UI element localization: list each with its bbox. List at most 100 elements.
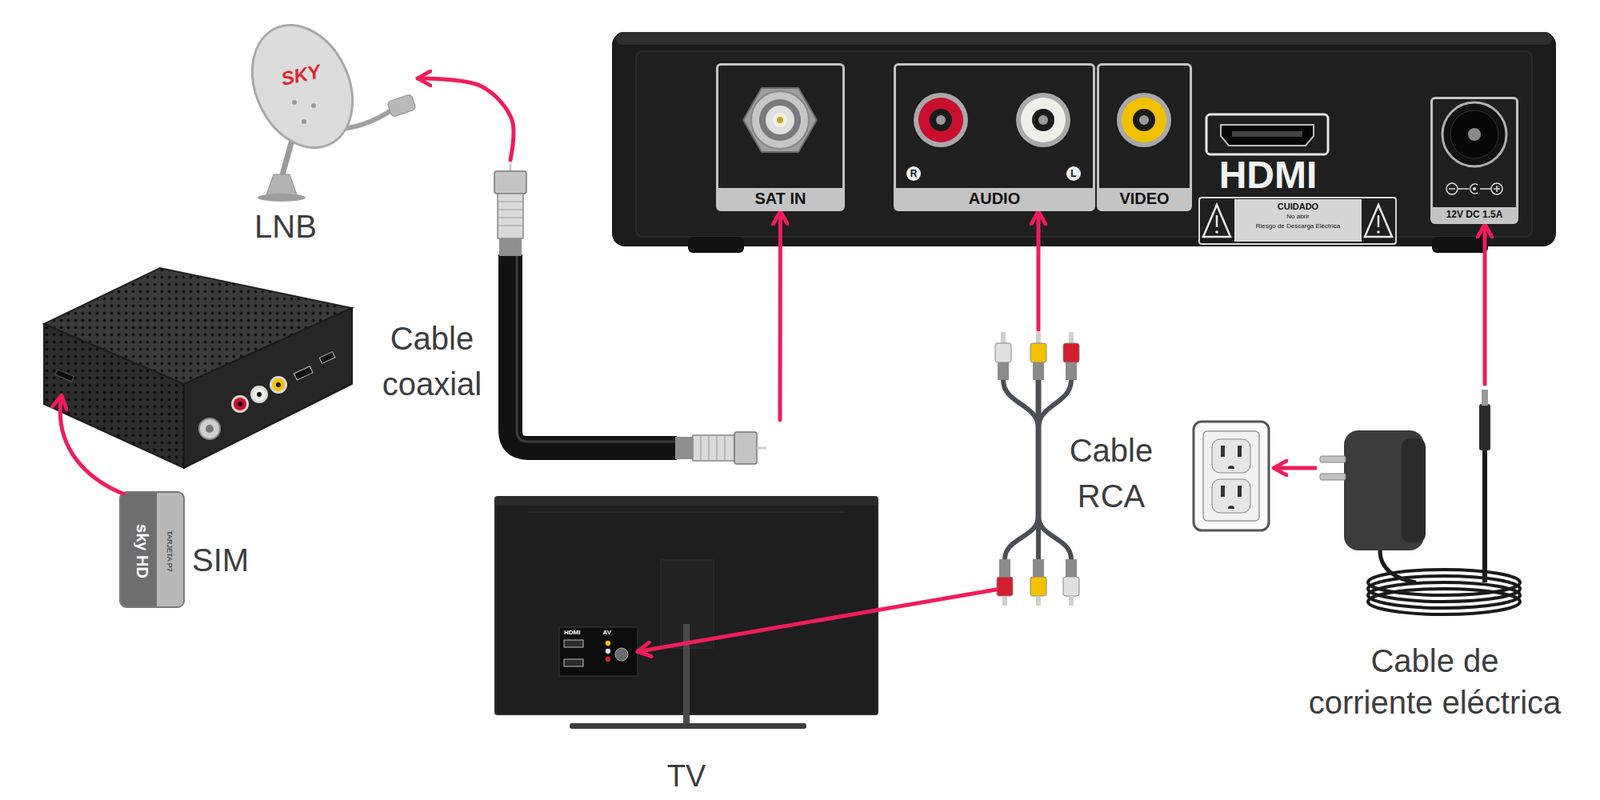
receiver-back-panel-part	[1448, 188, 1456, 190]
receiver-front-view-part	[199, 418, 220, 440]
television-part	[605, 640, 611, 646]
coaxial-cable-part	[497, 217, 524, 219]
receiver-back-panel-part	[1468, 128, 1481, 141]
coaxial-cable-part	[716, 435, 718, 461]
label-anchor: L	[1066, 166, 1081, 181]
port-plate: VIDEO	[1096, 63, 1192, 212]
connector-arrow	[637, 589, 996, 652]
connector-arrow	[778, 211, 784, 420]
rca-cable-part	[1065, 559, 1077, 577]
label-anchor: SKY	[276, 64, 325, 87]
port-label: AV	[602, 628, 612, 637]
satellite-dish-part	[292, 100, 297, 105]
receiver-back-panel-part	[936, 115, 946, 125]
rca-cable-part	[1003, 380, 1039, 428]
receiver-back-panel-part	[1496, 185, 1498, 192]
power-adapter-part	[1401, 438, 1426, 543]
receiver-back-panel-part	[1121, 97, 1167, 143]
coaxial-cable-part	[700, 435, 702, 461]
television-part	[496, 497, 877, 506]
label-anchor: Riesgo de Descarga Eléctrica	[1236, 221, 1360, 231]
coaxial-cable-part	[499, 238, 522, 256]
receiver-front-view-part	[44, 324, 184, 468]
receiver-back-panel-part	[1232, 131, 1303, 137]
wall-outlet	[1193, 421, 1269, 531]
receiver-back-panel-part	[1199, 197, 1396, 244]
receiver-back-panel-part	[913, 92, 968, 148]
receiver-back-panel-part	[612, 32, 1556, 247]
power-rating: 12V DC 1.5A	[1432, 207, 1516, 222]
receiver-back-panel-part	[616, 32, 1552, 45]
receiver-back-panel-part	[759, 99, 801, 141]
rca-cable-part	[1000, 332, 1006, 344]
rca-cable-part	[1036, 332, 1041, 344]
warning-text: Riesgo de Descarga Eléctrica	[1236, 221, 1360, 231]
receiver-back-panel	[612, 32, 1556, 253]
power-adapter-part	[1481, 389, 1488, 406]
rca-cable-part	[1063, 576, 1080, 596]
receiver-back-panel-part	[1206, 114, 1328, 155]
coaxial-cable-part	[509, 163, 512, 172]
cable-node: Cable RCA	[996, 329, 1168, 608]
wall-outlet-part	[1193, 421, 1269, 531]
television-part	[605, 656, 611, 662]
power-adapter-part	[1368, 588, 1520, 615]
receiver-back-panel-part	[918, 97, 964, 143]
rca-cable-part	[1030, 343, 1047, 363]
warning-text: No abrir	[1236, 212, 1360, 221]
label-anchor: CUIDADO	[1236, 200, 1360, 212]
part-label: TV	[495, 758, 878, 794]
brand-logo: SKY	[275, 59, 328, 92]
rca-cable-part	[1004, 516, 1039, 560]
satellite-dish-part	[233, 8, 372, 164]
receiver-front-view-part	[272, 378, 285, 392]
part-label: SIM	[192, 540, 258, 580]
wall-outlet-part	[1237, 485, 1242, 497]
sim-card	[120, 492, 184, 608]
rca-cable-part	[1036, 380, 1042, 522]
hdmi-logo: HDMI	[1204, 156, 1332, 195]
satellite-dish-part	[387, 94, 417, 118]
connector-arrow	[417, 78, 514, 160]
rca-cable-part	[997, 362, 1009, 380]
insert-arrow	[60, 395, 125, 495]
wall-outlet-part	[1203, 431, 1260, 521]
receiver-back-panel-part	[1116, 92, 1172, 148]
receiver-front-view-part	[44, 324, 184, 468]
receiver-front-view-part	[231, 395, 249, 413]
tv-node: TVHDMIAV	[495, 494, 878, 797]
receiver-front-view-part	[250, 385, 268, 404]
channel-letter: R	[906, 166, 921, 181]
coaxial-cable-part	[497, 201, 524, 203]
receiver-back-panel-part	[1376, 230, 1380, 234]
receiver-front-view-part	[293, 366, 313, 380]
power-adapter-part	[1479, 404, 1491, 451]
wall-outlet-part	[1220, 485, 1225, 497]
warning-text: CUIDADO	[1236, 200, 1360, 212]
power-adapter-part	[1482, 448, 1488, 583]
television-part	[683, 624, 690, 727]
card-text: TARJETA P7	[164, 519, 175, 584]
coaxial-cable-part	[724, 435, 726, 461]
receiver-front-view-part	[237, 401, 243, 407]
rca-cable-part	[1038, 380, 1072, 428]
television-part	[605, 648, 611, 654]
connector-group	[417, 78, 1485, 652]
port-plate: 12V DC 1.5A	[1430, 96, 1519, 224]
sim-card-part	[120, 492, 184, 608]
port-label: VIDEO	[1099, 188, 1190, 209]
rca-cable-part	[999, 559, 1011, 577]
receiver-front-view-part	[269, 376, 288, 394]
coaxial-cable-part	[510, 254, 677, 448]
receiver-front-view	[44, 268, 352, 468]
receiver-front-view-part	[55, 369, 74, 382]
receiver-back-panel-part	[1470, 184, 1478, 194]
satellite-dish-part	[257, 193, 306, 202]
rca-cable-part	[1036, 516, 1041, 560]
receiver-back-panel-part	[743, 88, 817, 152]
wall-outlet-part	[1212, 439, 1251, 473]
